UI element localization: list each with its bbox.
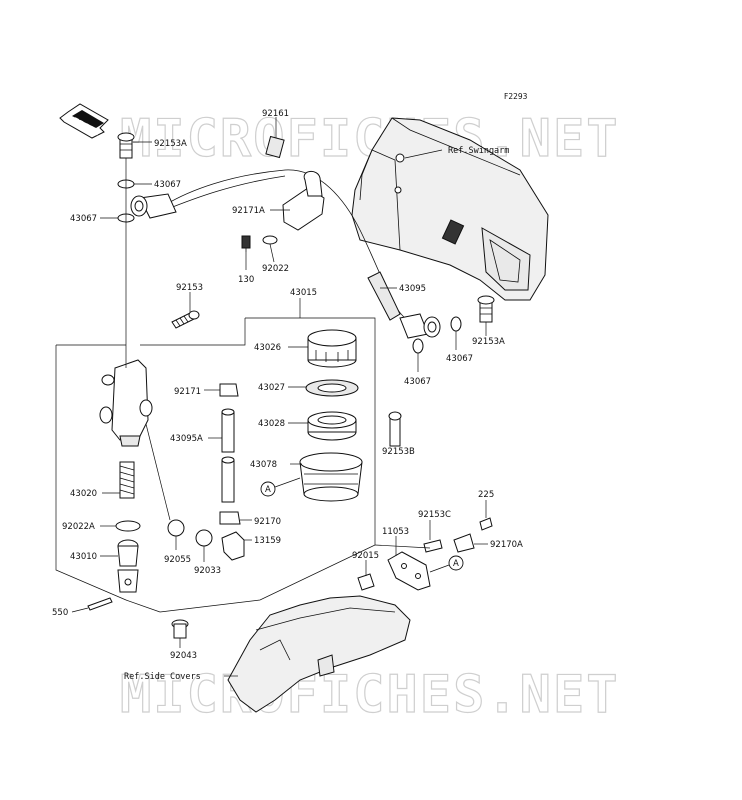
clamp-92171 [219, 383, 239, 397]
part-label-43015: 43015 [290, 288, 317, 298]
o-ring-92022a [115, 520, 141, 532]
svg-text:A: A [265, 485, 271, 495]
part-label-43095: 43095 [399, 284, 426, 294]
reservoir-43078 [299, 452, 363, 502]
swingarm [351, 117, 549, 301]
part-label-43067-left: 43067 [70, 214, 97, 224]
plate-43027-inner [317, 383, 347, 393]
banjo-fitting-right [399, 295, 495, 354]
bolt-92153 [171, 310, 200, 329]
marker-a-right: A [448, 555, 464, 571]
master-cylinder [99, 359, 153, 447]
figure-code: F2293 [504, 92, 528, 101]
part-label-43078: 43078 [250, 460, 277, 470]
part-label-11053: 11053 [382, 527, 409, 537]
reservoir-bracket [241, 135, 325, 252]
part-label-92022a: 92022A [62, 522, 95, 532]
part-label-92153b: 92153B [382, 447, 415, 457]
cotter-pin-550 [87, 597, 113, 611]
ref-swingarm: Ref.Swingarm [448, 146, 509, 156]
part-label-43028: 43028 [258, 419, 285, 429]
watermark-bottom: MICROFICHES.NET [120, 665, 620, 725]
pin-92043 [171, 619, 189, 639]
side-cover [227, 595, 411, 713]
bolt-225 [479, 517, 493, 531]
part-label-92153a-right: 92153A [472, 337, 505, 347]
part-label-92153c: 92153C [418, 510, 451, 520]
part-label-92153a-top: 92153A [154, 139, 187, 149]
part-label-92170: 92170 [254, 517, 281, 527]
part-label-130: 130 [238, 275, 254, 285]
bushing-92015 [357, 573, 375, 591]
clamp-92170 [219, 511, 241, 525]
svg-text:A: A [453, 559, 459, 569]
spring-43020 [119, 461, 135, 499]
part-label-43020: 43020 [70, 489, 97, 499]
assembly-outline-left [55, 344, 127, 601]
part-label-550: 550 [52, 608, 68, 618]
reservoir-cap-43026 [307, 329, 357, 368]
part-label-43067-r2: 43067 [404, 377, 431, 387]
bolt-92153c [423, 539, 443, 553]
o-ring-92055 [167, 519, 185, 537]
diaphragm-43028 [307, 411, 357, 441]
part-label-43067-r1: 43067 [446, 354, 473, 364]
part-label-92033: 92033 [194, 566, 221, 576]
part-label-43026: 43026 [254, 343, 281, 353]
ref-side-covers: Ref.Side Covers [124, 672, 201, 682]
assembly-outline-right [374, 544, 431, 549]
clip-92170a [453, 533, 475, 553]
hose-43095a [221, 408, 235, 503]
assembly-outline-lower [125, 599, 161, 613]
part-label-43027: 43027 [258, 383, 285, 393]
ring-92033 [195, 529, 213, 547]
part-label-225: 225 [478, 490, 494, 500]
part-label-92170a: 92170A [490, 540, 523, 550]
part-label-92171a: 92171A [232, 206, 265, 216]
part-label-43067-top: 43067 [154, 180, 181, 190]
bolt-92153b [388, 411, 402, 447]
part-label-92022: 92022 [262, 264, 289, 274]
marker-a-left: A [260, 481, 276, 497]
part-label-92161: 92161 [262, 109, 289, 119]
front-arrow-icon: FRONT [59, 103, 109, 139]
reservoir-hose-2 [164, 175, 286, 211]
part-label-92015: 92015 [352, 551, 379, 561]
elbow-13159 [221, 531, 245, 561]
bracket-11053 [387, 551, 431, 591]
banjo-fitting-top [117, 132, 177, 223]
part-label-92043: 92043 [170, 651, 197, 661]
part-label-92171: 92171 [174, 387, 201, 397]
part-label-43095a: 43095A [170, 434, 203, 444]
clevis-43010 [117, 539, 139, 593]
part-label-43010: 43010 [70, 552, 97, 562]
leader-lines [71, 117, 488, 677]
part-label-92055: 92055 [164, 555, 191, 565]
part-label-92153: 92153 [176, 283, 203, 293]
part-label-13159: 13159 [254, 536, 281, 546]
hose-43095 [367, 271, 401, 321]
